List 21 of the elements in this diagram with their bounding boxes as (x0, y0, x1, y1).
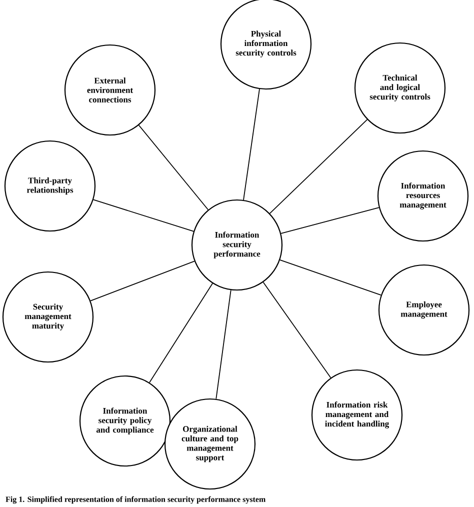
connector-line (280, 260, 382, 296)
connector-line (280, 207, 380, 234)
connector-line (92, 199, 194, 232)
circle-node: Information security policy and compliance (79, 375, 171, 467)
connector-line (216, 290, 232, 400)
connector-line (262, 282, 332, 378)
circle-node: Information resources management (377, 150, 469, 242)
circle-node: Employee management (378, 264, 470, 356)
caption: Fig 1. Simplified representation of information security performance system (6, 496, 266, 504)
circle-node: Third-party relationships (4, 140, 96, 232)
circle-node: Organizational culture and top management support (164, 398, 256, 490)
connector-line (138, 124, 209, 210)
connector-line (243, 88, 260, 200)
connector-line (149, 282, 213, 384)
connector-line (269, 119, 368, 214)
connector-line (90, 260, 195, 302)
circle-node: Information risk management and incident handling (311, 369, 403, 461)
circle-node: Information security performance (191, 199, 283, 291)
circle-node: Technical and logical security controls (354, 42, 446, 134)
circle-node: External environment connections (64, 44, 156, 136)
circle-node: Security management maturity (2, 271, 94, 363)
